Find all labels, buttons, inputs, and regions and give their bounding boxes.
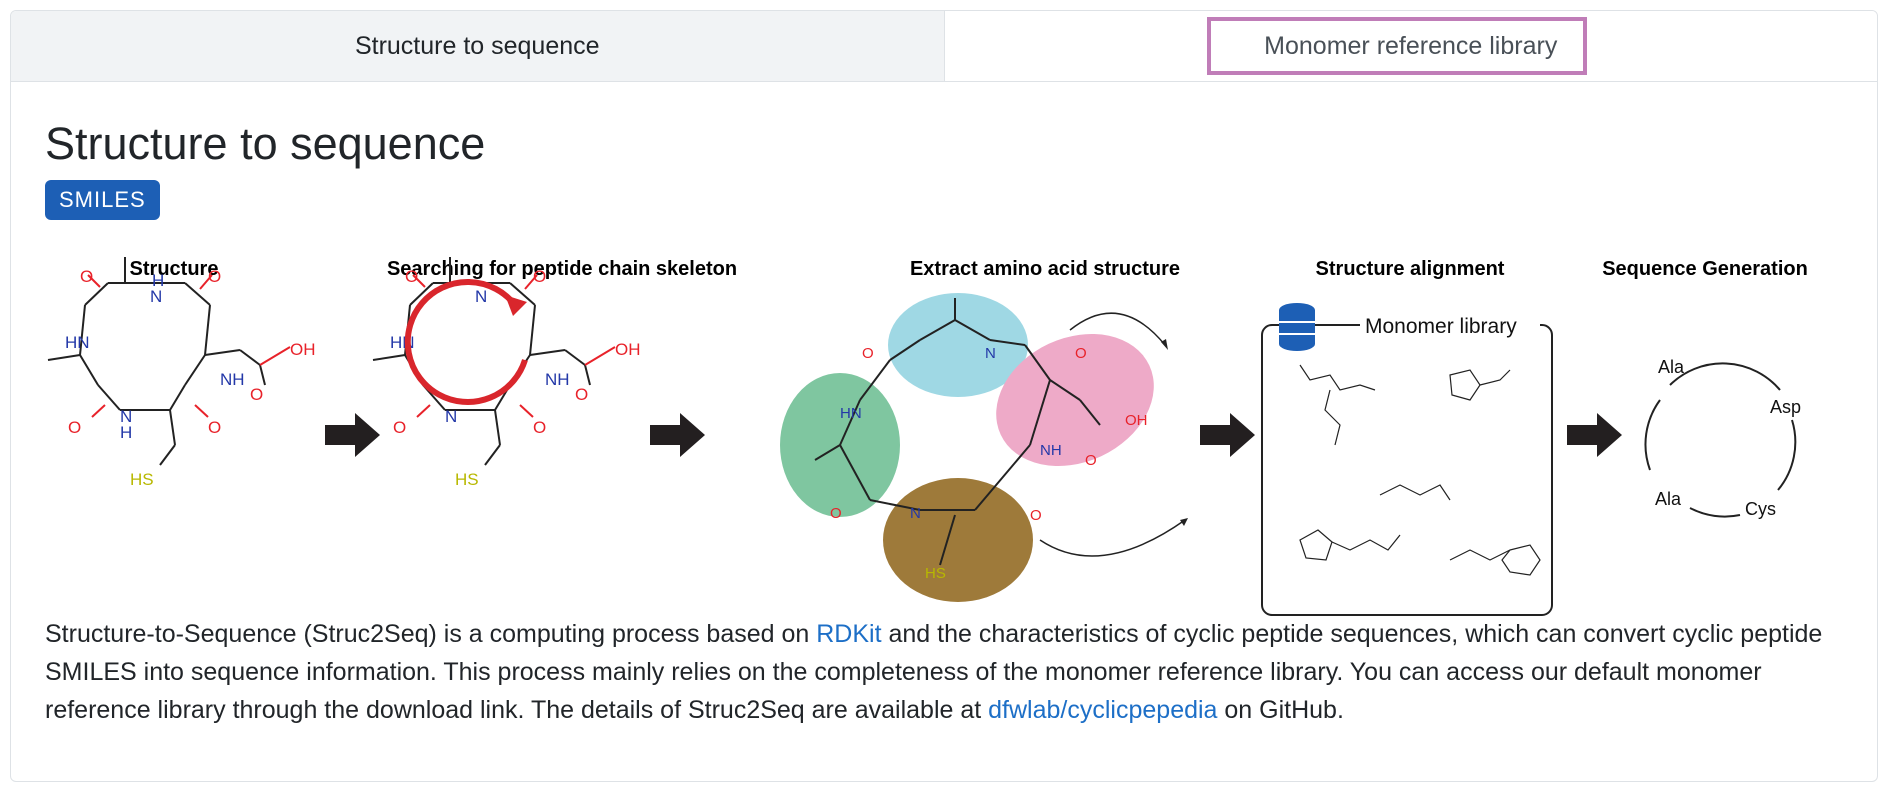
svg-text:O: O xyxy=(1085,452,1097,469)
svg-text:O: O xyxy=(405,267,418,286)
step-title-searching: Searching for peptide chain skeleton xyxy=(386,258,738,280)
svg-text:O: O xyxy=(533,418,546,437)
svg-text:O: O xyxy=(393,418,406,437)
svg-text:OH: OH xyxy=(615,340,641,359)
svg-text:O: O xyxy=(862,345,874,362)
description-text: on GitHub. xyxy=(1217,696,1344,724)
svg-text:N: N xyxy=(985,345,996,362)
library-label: Monomer library xyxy=(1365,315,1517,338)
workflow-figure: Structure Searching for peptide chain sk… xyxy=(40,250,1840,620)
skeleton-molecule: O O N HN NH OH O O O N HS xyxy=(372,256,641,489)
structure-molecule: O O H N HN NH OH O O O N H HS xyxy=(47,256,316,489)
arrow-right-icon xyxy=(325,413,380,457)
svg-text:O: O xyxy=(830,505,842,522)
svg-text:NH: NH xyxy=(545,370,570,389)
database-icon xyxy=(1279,303,1315,351)
arrow-right-icon xyxy=(1200,413,1255,457)
sequence-ring: Ala Asp Cys Ala xyxy=(1644,357,1801,519)
page-title: Structure to sequence xyxy=(45,118,486,169)
svg-text:O: O xyxy=(533,267,546,286)
svg-text:H: H xyxy=(152,271,164,290)
svg-text:O: O xyxy=(1030,507,1042,524)
svg-text:HN: HN xyxy=(65,333,90,352)
rdkit-link[interactable]: RDKit xyxy=(816,620,882,648)
description-text: Structure-to-Sequence (Struc2Seq) is a c… xyxy=(45,620,817,648)
svg-text:N: N xyxy=(150,287,162,306)
svg-text:NH: NH xyxy=(220,370,245,389)
tab-monomer-reference-library[interactable]: Monomer reference library xyxy=(944,11,1877,81)
tab-structure-to-sequence[interactable]: Structure to sequence xyxy=(11,11,945,81)
svg-text:OH: OH xyxy=(1125,412,1148,429)
svg-text:HS: HS xyxy=(455,470,479,489)
github-repo-link[interactable]: dfwlab/cyclicpepedia xyxy=(988,696,1218,724)
svg-text:O: O xyxy=(208,418,221,437)
svg-text:NH: NH xyxy=(1040,442,1062,459)
svg-text:HS: HS xyxy=(925,565,946,582)
step-title-structure: Structure xyxy=(129,258,219,280)
svg-text:O: O xyxy=(208,267,221,286)
region-pink xyxy=(996,333,1154,467)
svg-text:OH: OH xyxy=(290,340,316,359)
tab-panel: Structure to sequence Monomer reference … xyxy=(10,10,1878,782)
arrow-right-icon xyxy=(1567,413,1622,457)
svg-text:O: O xyxy=(250,385,263,404)
step-title-sequence: Sequence Generation xyxy=(1602,258,1808,280)
svg-text:H: H xyxy=(120,423,132,442)
svg-text:O: O xyxy=(80,267,93,286)
workflow-diagram: O O H N HN NH OH O O O N H HS O O N HN N… xyxy=(47,256,1801,616)
sequence-residue: Ala xyxy=(1658,357,1685,377)
tab-bar: Structure to sequence Monomer reference … xyxy=(11,11,1877,82)
svg-text:O: O xyxy=(575,385,588,404)
svg-text:N: N xyxy=(445,407,457,426)
sequence-residue: Cys xyxy=(1745,499,1776,519)
region-brown xyxy=(883,478,1033,602)
svg-text:HN: HN xyxy=(840,405,862,422)
description-paragraph: Structure-to-Sequence (Struc2Seq) is a c… xyxy=(45,615,1835,729)
svg-text:N: N xyxy=(120,407,132,426)
svg-text:O: O xyxy=(68,418,81,437)
cycle-arrow-icon xyxy=(404,279,528,405)
svg-text:HS: HS xyxy=(130,470,154,489)
description-text: and the characteristics of cyclic peptid… xyxy=(45,620,1823,724)
smiles-badge: SMILES xyxy=(45,180,160,220)
extracted-amino-acids: O N O HN OH O NH O N O HS xyxy=(780,293,1188,602)
monomer-library-box: Monomer library xyxy=(1261,303,1553,616)
step-title-extract: Extract amino acid structure xyxy=(909,258,1181,280)
sequence-residue: Asp xyxy=(1770,397,1801,417)
step-title-alignment: Structure alignment xyxy=(1315,258,1505,280)
sequence-residue: Ala xyxy=(1655,489,1682,509)
svg-text:N: N xyxy=(475,287,487,306)
arrow-right-icon xyxy=(650,413,705,457)
region-cyan xyxy=(888,293,1028,397)
svg-text:O: O xyxy=(1075,345,1087,362)
svg-text:N: N xyxy=(910,505,921,522)
